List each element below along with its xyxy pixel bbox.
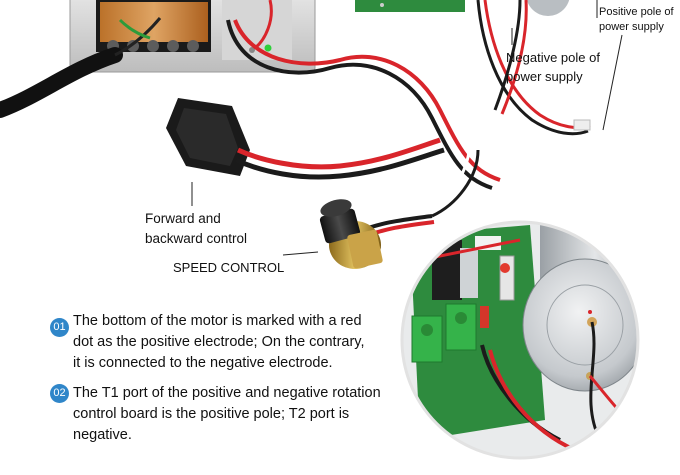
note-1-badge: 01 <box>50 318 69 337</box>
direction-switch <box>166 98 445 180</box>
positive-pole-label: Positive pole of power supply <box>599 5 674 35</box>
note-2-line-3: negative. <box>73 427 132 443</box>
zoom-detail-photo <box>400 220 640 460</box>
negative-pole-line-1: Negative pole of <box>506 50 600 65</box>
power-supply <box>69 0 316 73</box>
note-2-text: The T1 port of the positive and negative… <box>73 383 381 446</box>
speed-control-label: SPEED CONTROL <box>173 260 285 275</box>
positive-pole-line-2: power supply <box>599 21 664 33</box>
forward-backward-line-2: backward control <box>145 231 248 246</box>
note-1-text: The bottom of the motor is marked with a… <box>73 311 365 374</box>
negative-pole-line-2: power supply <box>506 69 583 84</box>
note-2-line-1: The T1 port of the positive and negative… <box>73 385 381 401</box>
note-1-line-3: it is connected to the negative electrod… <box>73 355 333 371</box>
note-2-line-2: control board is the positive pole; T2 p… <box>73 406 350 422</box>
note-1-line-1: The bottom of the motor is marked with a… <box>73 313 362 329</box>
note-1-line-2: dot as the positive electrode; On the co… <box>73 334 365 350</box>
forward-backward-label: Forward and backward control <box>145 209 247 249</box>
forward-backward-line-1: Forward and <box>145 211 221 226</box>
positive-pole-line-1: Positive pole of <box>599 6 674 18</box>
note-2-badge: 02 <box>50 384 69 403</box>
negative-pole-label: Negative pole of power supply <box>506 48 600 86</box>
speed-potentiometer <box>319 139 480 269</box>
